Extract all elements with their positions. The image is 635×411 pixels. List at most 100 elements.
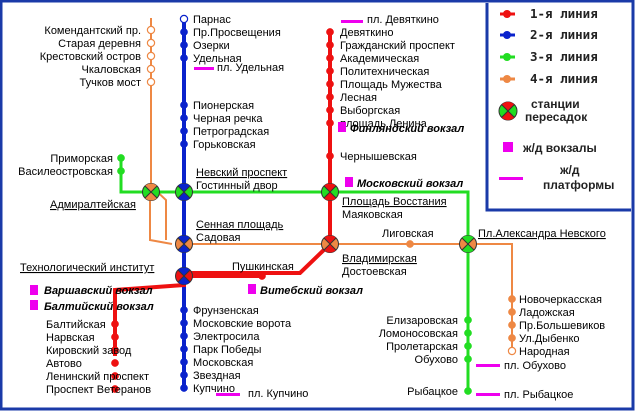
station-dot-line2-n-5 [180,127,188,135]
station-label-elizarovskaya: Елизаровская [386,315,458,327]
station-label-dostoevskaya: Достоевская [342,266,407,278]
rail-label-pl-rybatskoe: пл. Рыбацкое [504,389,573,401]
legend-transfer-label-1: станции [531,97,580,111]
station-dots [111,14,517,395]
rail-label-pl-obukhovo: пл. Обухово [504,360,566,372]
station-dot-line3-s-4 [464,387,472,395]
station-dot-line2-s-0 [180,306,188,314]
station-dot-line2-n-1 [180,41,188,49]
station-label-narvskaya: Нарвская [46,332,95,344]
station-dot-line1-n-4 [326,80,334,88]
station-label-park-pobedy: Парк Победы [193,344,262,356]
station-label-nevskogo: Пл.Александра Невского [478,228,606,240]
station-dot-line2-n-0 [180,28,188,36]
legend-frame [485,3,631,212]
station-dot-line1-s-1 [111,333,119,341]
station-label-sennaya: Сенная площадь [196,219,284,231]
platform-marker-kupchino [216,393,240,396]
station-label-ligovskaya: Лиговская [382,228,434,240]
legend-line-1-dot [503,10,511,18]
legend-platform-swatch [499,177,523,180]
station-dot-line2-n-6 [180,140,188,148]
station-dot-line2-s-6 [180,384,188,392]
station-dot-parnas [179,14,189,24]
station-label-devyatkino: Девяткино [340,27,393,39]
station-dot-line1-n-5 [326,93,334,101]
transfer-stations [142,183,477,285]
station-label-petrogradskaya: Петроградская [193,126,269,138]
rail-station-marker-moskovsky [345,177,353,187]
station-label-primorskaya: Приморская [50,153,113,165]
station-dot-line2-s-4 [180,358,188,366]
rail-station-marker-finlyandsky [338,122,346,132]
station-label-tuchkov-most: Тучков мост [79,77,141,89]
station-label-lesnaya: Лесная [340,92,377,104]
platform-marker-rybatskoe [476,393,500,396]
station-dot-line4-e-0 [508,295,516,303]
station-label-gostiny-dvor: Гостинный двор [196,180,278,192]
station-label-nevsky: Невский проспект [196,167,287,179]
station-dot-line4-nw-2 [146,51,156,61]
legend-rail-station-swatch [503,142,513,152]
station-dot-line3-s-3 [464,355,472,363]
station-label-admiralteyskaya: Адмиралтейская [50,199,136,211]
station-dot-line1-n-1 [326,41,334,49]
rail-station-marker-vitebsky [248,284,256,294]
rail-label-baltiysky: Балтийский вокзал [44,301,154,313]
legend-line-4-label: 4-я линия [530,71,598,86]
station-label-mayakovskaya: Маяковская [342,209,403,221]
station-dot-line2-s-1 [180,319,188,327]
station-dot-line1-s-2 [111,346,119,354]
station-label-chernyshevskaya: Чернышевская [340,151,417,163]
station-dot-primorskaya [117,154,125,162]
line-3-path [119,158,470,390]
station-dot-line2-n-2 [180,54,188,62]
legend-platform-label-1: ж/д [559,163,580,177]
station-label-pushkinskaya: Пушкинская [232,261,294,273]
station-label-vladimirskaya: Владимирская [342,253,417,265]
station-label-moskovskaya: Московская [193,357,253,369]
station-label-tekhnolog: Технологический институт [20,262,154,274]
rail-label-varshavsky: Варшавский вокзал [44,285,153,297]
station-label-chkalovskaya: Чкаловская [81,64,141,76]
station-dot-line3-s-0 [464,316,472,324]
legend-line-4-dot [503,75,511,83]
legend-platform-label-2: платформы [543,178,614,192]
station-label-obukhovo: Обухово [415,354,458,366]
station-dot-line1-n-7 [326,119,334,127]
station-dot-line3-s-2 [464,342,472,350]
rail-label-pl-kupchino: пл. Купчино [248,388,308,400]
station-label-krestovsky: Крестовский остров [40,51,141,63]
legend-line-3-label: 3-я линия [530,49,598,64]
rail-label-finlyandsky: Финляндский вокзал [350,123,464,135]
legend: 1-я линия 2-я линия 3-я линия 4-я линия … [498,6,614,192]
station-dot-line1-s-3 [111,359,119,367]
station-dot-line4-e-2 [508,321,516,329]
station-label-elektrosila: Электросила [193,331,260,343]
station-label-avtovo: Автово [46,358,82,370]
rail-markers: пл. Девяткино пл. Удельная Финляндский в… [30,14,573,401]
transfer-vladimirskaya-dostoevskaya [321,235,339,253]
station-label-vyborgskaya: Выборгская [340,105,400,117]
station-dot-line1-s-4 [111,372,119,380]
station-label-grazhdansky: Гражданский проспект [340,40,455,52]
station-label-lenina: площадь Ленина [340,118,428,130]
station-label-akademicheskaya: Академическая [340,53,419,65]
station-dot-line4-nw-1 [146,38,156,48]
legend-transfer-label-2: пересадок [525,110,588,124]
platform-marker-obukhovo [476,364,500,367]
station-label-chernaya-rechka: Черная речка [193,113,263,125]
station-dot-line3-s-1 [464,329,472,337]
legend-rail-station-label: ж/д вокзалы [522,141,597,155]
transfer-nevskogo [459,235,477,253]
station-label-kirovsky: Кировский завод [46,345,132,357]
station-label-parnas: Парнас [193,14,231,26]
station-dot-line4-e-3 [508,334,516,342]
station-label-vasileostrovskaya: Василеостровская [18,166,113,178]
station-label-ozerki: Озерки [193,40,230,52]
transfer-vosstaniya-mayakovskaya [321,183,339,201]
station-label-veteranov: Проспект Ветеранов [46,384,151,396]
legend-transfer-icon [498,101,518,121]
station-dot-line2-n-3 [180,101,188,109]
